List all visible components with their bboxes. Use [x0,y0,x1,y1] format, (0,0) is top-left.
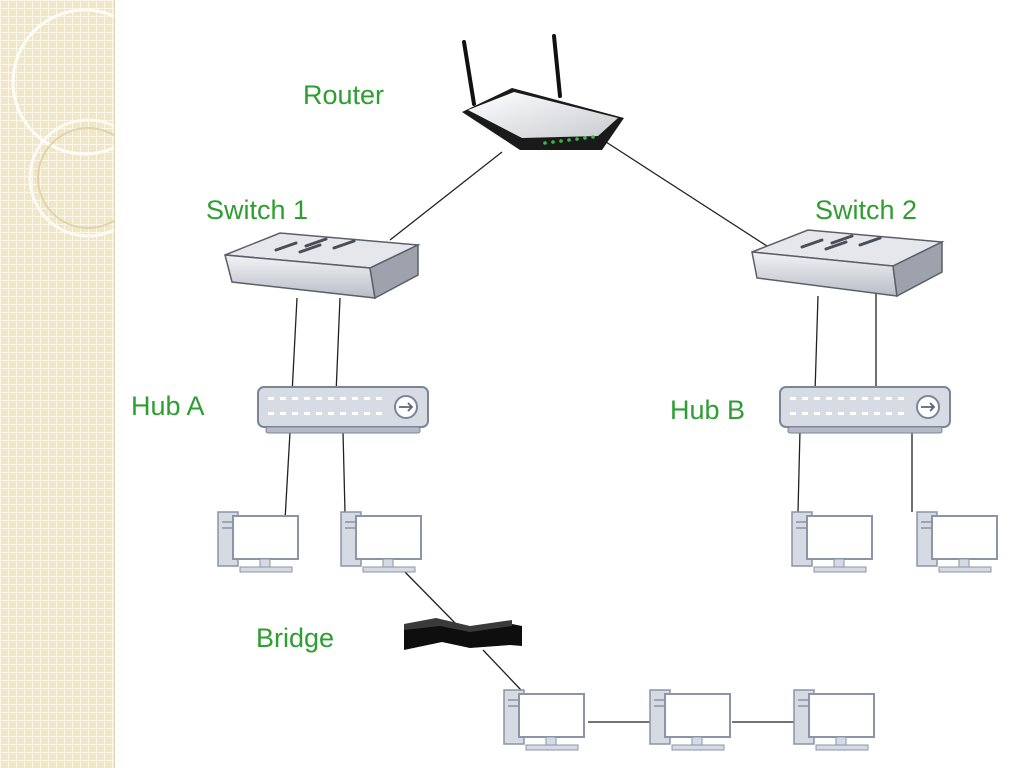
computer-icon-a2 [340,511,422,573]
router-label: Router [303,80,385,110]
switch-1-icon [224,232,421,300]
hub-b-icon [779,386,951,434]
computer-icon-b2 [916,511,998,573]
switch-1-label: Switch 1 [206,195,309,225]
router-icon [462,34,624,150]
hub-b-label: Hub B [670,395,746,425]
cable-switch2-hubb-1 [814,295,819,393]
cable-hubb-pc1 [797,429,801,513]
cable-switch1-huba-2 [335,297,341,395]
decorative-circles [11,8,114,238]
decorative-side-panel [0,0,115,768]
computer-icon-c2 [649,689,731,751]
hub-a-icon [257,386,429,434]
cable-router-switch1 [389,151,503,241]
cable-huba-pc1 [284,431,291,521]
network-cables [284,141,913,723]
cable-switch1-huba-1 [291,297,298,395]
computer-icon-a1 [217,511,299,573]
bridge-label: Bridge [256,623,335,653]
cable-router-switch2 [605,141,771,249]
hub-a-label: Hub A [131,391,205,421]
computer-icon-b1 [791,511,873,573]
switch-2-icon [751,229,945,298]
cable-pc-bridge [402,569,459,627]
switch-2-label: Switch 2 [815,195,918,225]
cable-bridge-pc [482,649,522,691]
computer-icon-c3 [793,689,875,751]
cable-huba-pc2 [342,431,346,513]
bridge-icon [404,618,522,650]
computer-icon-c1 [503,689,585,751]
